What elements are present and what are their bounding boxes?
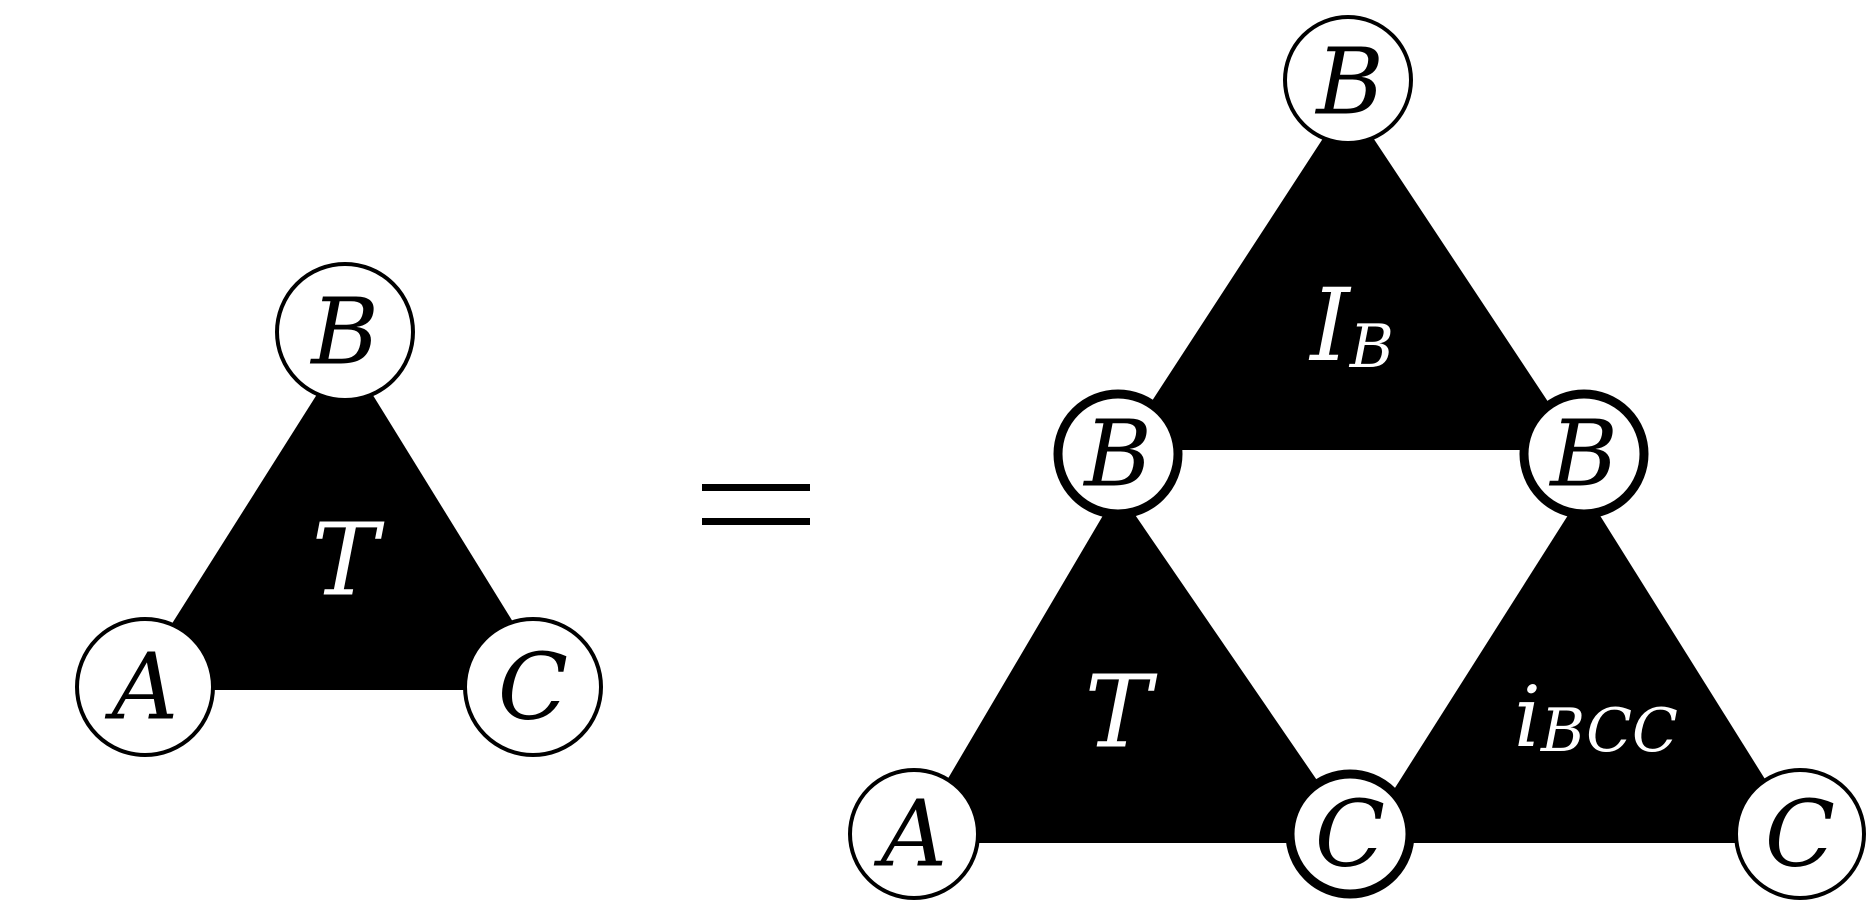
right-node-bottom-right-c-label: C bbox=[1765, 781, 1835, 888]
equals-bar-top bbox=[702, 484, 810, 491]
equals-sign bbox=[702, 484, 810, 525]
right-node-mid-right-b-label: B bbox=[1548, 401, 1618, 508]
bottom-right-tensor-label: iBCC bbox=[1514, 668, 1678, 766]
right-node-mid-right-b: B bbox=[1519, 389, 1649, 519]
equals-bar-bottom bbox=[702, 518, 810, 525]
top-tensor-triangle bbox=[1120, 100, 1580, 450]
left-node-left-label: A bbox=[104, 634, 178, 741]
left-node-top: B bbox=[275, 262, 415, 402]
bottom-left-tensor-label: T bbox=[1085, 654, 1158, 771]
left-tensor-triangle bbox=[130, 350, 555, 690]
left-node-right-label: C bbox=[498, 634, 568, 741]
right-node-bottom-right-c: C bbox=[1734, 768, 1866, 900]
right-node-mid-left-b: B bbox=[1053, 389, 1183, 519]
left-node-top-label: B bbox=[309, 279, 379, 386]
bottom-left-tensor-triangle bbox=[910, 490, 1360, 843]
left-node-left: A bbox=[75, 617, 215, 757]
bottom-right-tensor-triangle bbox=[1360, 490, 1805, 843]
top-tensor-label-main: I bbox=[1308, 267, 1352, 384]
right-node-bottom-left-a: A bbox=[848, 768, 980, 900]
left-tensor-label: T bbox=[312, 502, 385, 619]
left-tensor-group: T B A C bbox=[75, 262, 603, 757]
top-tensor-label: IB bbox=[1308, 267, 1394, 384]
right-node-bottom-mid-c-label: C bbox=[1315, 781, 1385, 888]
bottom-right-tensor-label-main: i bbox=[1514, 668, 1541, 766]
right-node-top-b-label: B bbox=[1314, 29, 1384, 136]
left-node-right: C bbox=[463, 617, 603, 757]
right-node-top-b: B bbox=[1283, 15, 1413, 145]
right-node-bottom-mid-c: C bbox=[1285, 769, 1415, 899]
bottom-right-tensor-label-sub: BCC bbox=[1540, 696, 1678, 766]
top-tensor-label-sub: B bbox=[1349, 312, 1394, 382]
right-network-group: IB T iBCC B B B A C bbox=[848, 15, 1866, 900]
right-node-mid-left-b-label: B bbox=[1082, 401, 1152, 508]
right-node-bottom-left-a-label: A bbox=[873, 781, 947, 888]
